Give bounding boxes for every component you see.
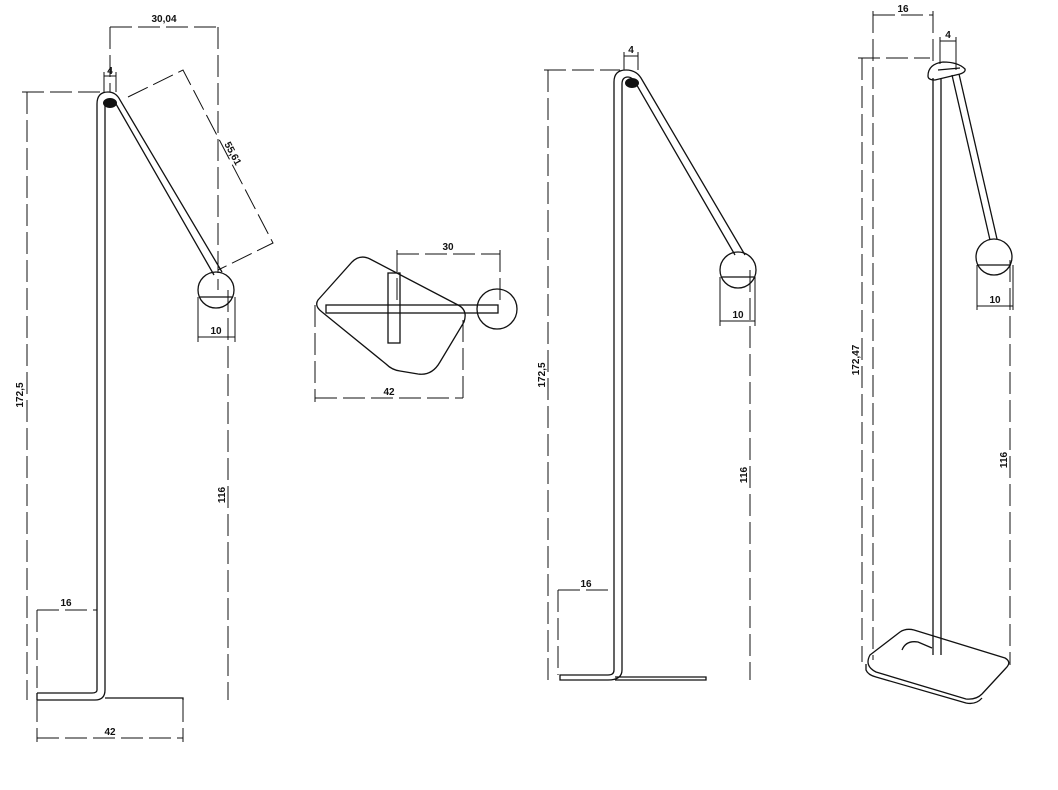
dim-base-inset: 16	[580, 579, 592, 590]
dim-globe-diameter: 10	[989, 295, 1001, 306]
joint	[103, 98, 117, 108]
dim-head-width: 4	[107, 66, 113, 77]
front-view: 4 172,5 10 116 16	[537, 45, 757, 681]
globe	[197, 271, 235, 309]
dim-total-height: 172,5	[537, 362, 548, 387]
dim-head-width: 4	[628, 45, 634, 56]
dim-arm-length: 55,61	[221, 140, 243, 168]
dim-pole-offset: 16	[897, 4, 909, 15]
dim-globe-diameter: 10	[732, 310, 744, 321]
dim-globe-height: 116	[217, 486, 228, 503]
dim-base-width: 42	[383, 387, 395, 398]
dim-total-height: 172,5	[15, 382, 26, 407]
pole-outline	[96, 91, 223, 690]
side-view-left: 30,04 4 172,5 55,61 10 116 16 42	[15, 14, 274, 742]
arm	[951, 73, 998, 241]
dim-globe-diameter: 10	[210, 326, 222, 337]
dim-arm-reach: 30	[442, 242, 454, 253]
dim-top-offset: 30,04	[151, 14, 176, 25]
dim-head-width: 4	[945, 30, 951, 41]
globe	[476, 288, 518, 330]
top-view: 30 42	[314, 242, 518, 402]
joint	[625, 78, 639, 88]
base-plate	[865, 628, 1010, 705]
base-plate	[316, 256, 466, 375]
perspective-view: 16 4 172,47 10 116	[851, 4, 1014, 705]
globe	[975, 238, 1013, 276]
arm-bar	[325, 304, 499, 314]
dim-globe-height: 116	[999, 451, 1010, 468]
globe	[719, 251, 757, 289]
dim-globe-height: 116	[739, 466, 750, 483]
dim-total-height: 172,47	[851, 344, 862, 375]
dim-base-length: 42	[104, 727, 116, 738]
dim-base-inset: 16	[60, 598, 72, 609]
base-bend	[36, 689, 184, 701]
pole-bar	[387, 272, 401, 344]
pole-outline	[613, 69, 746, 670]
